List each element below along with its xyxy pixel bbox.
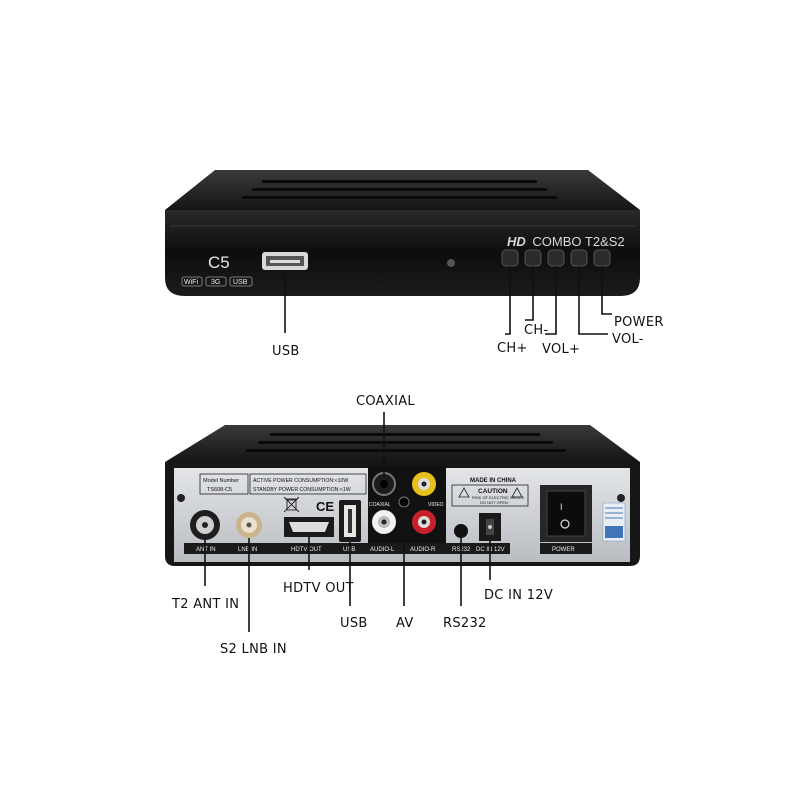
consumption-line2: STANDBY POWER CONSUMPTION:<1W	[253, 487, 351, 493]
hdmi-port[interactable]	[284, 517, 334, 537]
rs232-port[interactable]	[454, 524, 468, 538]
vol-plus-button[interactable]	[547, 249, 565, 267]
ch-minus-button[interactable]	[524, 249, 542, 267]
power-switch[interactable]: I	[540, 485, 592, 542]
callout-rear-usb: USB	[340, 616, 368, 631]
top-vents	[242, 180, 557, 199]
callout-rs232: RS232	[443, 616, 487, 631]
callout-power: POWER	[614, 315, 664, 330]
model-box-line1: Model Number	[203, 478, 239, 484]
coaxial-port[interactable]	[372, 472, 396, 496]
label-audio-r: AUDIO-R	[410, 547, 436, 553]
screw-right	[617, 494, 625, 502]
callout-t2-ant-in: T2 ANT IN	[171, 597, 239, 612]
warning-triangle-right-icon	[511, 487, 523, 498]
vol-minus-button[interactable]	[570, 249, 588, 267]
made-in-label: MADE IN CHINA	[470, 478, 517, 484]
model-label: C5	[208, 253, 230, 272]
rear-callout-labels: COAXIAL T2 ANT IN S2 LNB IN HDTV OUT USB…	[171, 394, 553, 657]
rear-usb-port[interactable]	[339, 500, 361, 542]
callout-av: AV	[396, 616, 414, 631]
wifi-badge: WiFi	[184, 279, 198, 286]
av-jack[interactable]	[398, 496, 410, 508]
ce-mark: CE	[316, 499, 334, 514]
caution-title: CAUTION	[478, 488, 508, 495]
power-button[interactable]	[593, 249, 611, 267]
front-callout-labels: USB CH+ CH- VOL+ VOL- POWER	[272, 315, 664, 359]
callout-dc-in: DC IN 12V	[484, 588, 553, 603]
3g-badge: 3G	[211, 279, 220, 286]
serial-sticker	[602, 502, 626, 542]
rear-top-vents	[246, 433, 566, 452]
rear-callout-lines	[204, 412, 491, 632]
ant-in-port[interactable]	[190, 510, 220, 540]
model-box-line2: TS608-C5	[207, 487, 232, 493]
video-port[interactable]	[412, 472, 436, 496]
label-coaxial-small: COAXIAL	[369, 502, 391, 508]
front-usb-port[interactable]	[262, 252, 308, 270]
caution-line2: DO NOT OPEN	[480, 500, 508, 505]
callout-ch-plus: CH+	[497, 341, 528, 356]
brand-rest: COMBO T2&S2	[532, 234, 624, 249]
callout-s2-lnb-in: S2 LNB IN	[220, 642, 287, 657]
label-video-small: VIDEO	[428, 502, 444, 508]
callout-coaxial: COAXIAL	[356, 394, 415, 409]
usb-badge: USB	[233, 279, 248, 286]
front-callout-lines	[284, 266, 612, 335]
rear-unit: Model Number TS608-C5 ACTIVE POWER CONSU…	[165, 425, 640, 566]
caution-line1: RISK OF ELECTRIC SHOCK	[472, 495, 525, 500]
rear-label-strip	[184, 543, 450, 554]
label-lnb-in: LNB IN	[238, 547, 257, 553]
front-buttons	[501, 249, 611, 267]
callout-ch-minus: CH-	[524, 323, 548, 338]
dc-in-port[interactable]	[479, 513, 501, 541]
warning-triangle-left-icon	[458, 487, 470, 498]
callout-vol-minus: VOL-	[612, 332, 644, 347]
front-face	[165, 210, 640, 296]
feature-badges: WiFi 3G USB	[181, 276, 253, 287]
ch-plus-button[interactable]	[501, 249, 519, 267]
svg-text:I: I	[560, 502, 563, 512]
weee-bin-icon	[283, 496, 300, 513]
lnb-in-port[interactable]	[236, 512, 262, 538]
front-unit: C5 WiFi 3G USB HD COMBO T2&S2	[165, 170, 640, 296]
label-usb: USB	[343, 547, 355, 553]
label-power: POWER	[552, 547, 575, 553]
callout-hdtv-out: HDTV OUT	[283, 581, 354, 596]
brand-hd: HD	[507, 234, 526, 249]
label-audio-l: AUDIO-L	[370, 547, 395, 553]
ir-sensor	[447, 259, 455, 267]
callout-front-usb: USB	[272, 344, 300, 359]
audio-l-port[interactable]	[372, 510, 396, 534]
brand-text: HD COMBO T2&S2	[507, 234, 625, 249]
label-hdtv-out: HDTV OUT	[291, 547, 322, 553]
screw-left	[177, 494, 185, 502]
consumption-line1: ACTIVE POWER CONSUMPTION:<10W	[253, 478, 348, 484]
audio-r-port[interactable]	[412, 510, 436, 534]
callout-vol-plus: VOL+	[542, 342, 580, 357]
